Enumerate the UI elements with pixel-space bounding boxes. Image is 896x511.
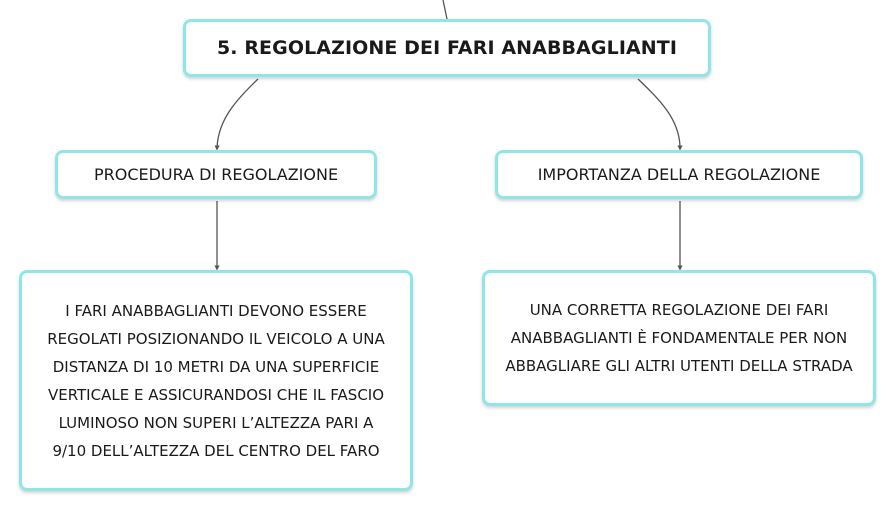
- connector-root-to-procedura: [214, 78, 259, 151]
- branch-node-importanza[interactable]: IMPORTANZA DELLA REGOLAZIONE: [495, 150, 863, 199]
- detail-node-importanza[interactable]: UNA CORRETTA REGOLAZIONE DEI FARI ANABBA…: [482, 270, 876, 406]
- detail-text: I FARI ANABBAGLIANTI DEVONO ESSERE REGOL…: [47, 301, 385, 460]
- branch-label: IMPORTANZA DELLA REGOLAZIONE: [537, 165, 821, 184]
- branch-node-procedura[interactable]: PROCEDURA DI REGOLAZIONE: [55, 150, 377, 199]
- detail-node-procedura[interactable]: I FARI ANABBAGLIANTI DEVONO ESSERE REGOL…: [19, 270, 413, 491]
- connector-incoming: [442, 0, 448, 20]
- root-title: 5. REGOLAZIONE DEI FARI ANABBAGLIANTI: [216, 37, 678, 59]
- branch-label: PROCEDURA DI REGOLAZIONE: [93, 165, 339, 184]
- detail-text: UNA CORRETTA REGOLAZIONE DEI FARI ANABBA…: [505, 301, 853, 375]
- connector-root-to-importanza: [637, 78, 683, 151]
- root-node[interactable]: 5. REGOLAZIONE DEI FARI ANABBAGLIANTI: [183, 19, 711, 77]
